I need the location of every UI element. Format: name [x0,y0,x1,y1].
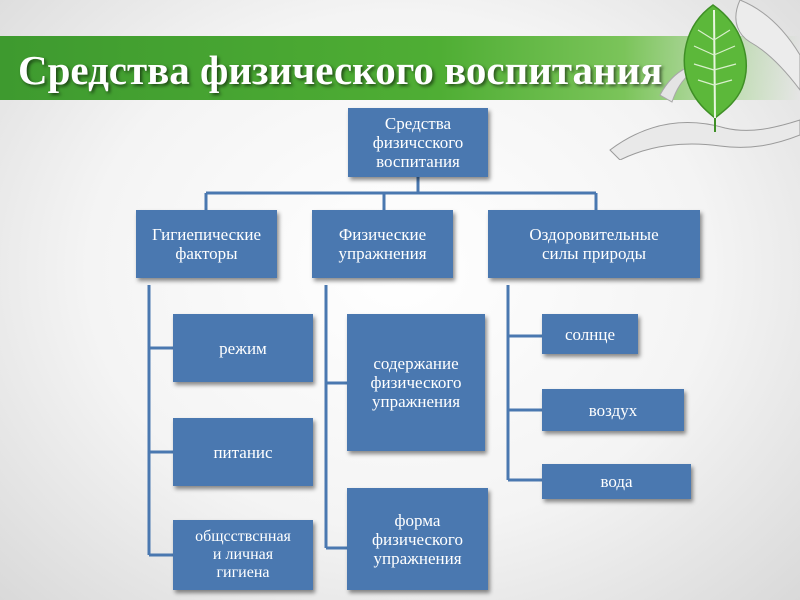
hygiene-item-label: режим [219,338,267,358]
slide-title: Средства физического воспитания [18,47,663,93]
exercise-item-label: форма физического упражнения [372,510,463,568]
leaf-icon [683,4,747,132]
category-hygiene-label: Гигиепические факторы [151,225,262,263]
root-label: Средства физичсского воспитания [372,114,464,171]
exercise-item-label: содержание физического упражнения [370,354,462,411]
nature-item-sun: солнце [542,314,638,354]
category-exercise-label: Физические упражнения [338,225,427,263]
hygiene-item-regime: режим [173,314,313,382]
nature-item-air: воздух [542,389,684,431]
exercise-item-content: содержание физического упражнения [347,314,485,451]
hands-icon [609,0,800,160]
category-nature-box: Оздоровительные силы природы [488,210,700,278]
root-box: Средства физичсского воспитания [348,108,488,177]
nature-item-label: вода [600,472,633,491]
hygiene-item-label: общсствснная и личная гигиена [195,528,291,581]
exercise-item-form: форма физического упражнения [347,488,488,590]
hygiene-item-nutrition: питанис [173,418,313,486]
nature-item-label: воздух [588,400,638,420]
hygiene-item-personal-hygiene: общсствснная и личная гигиена [173,520,313,590]
category-exercise-box: Физические упражнения [312,210,453,278]
nature-item-water: вода [542,464,691,499]
category-nature-label: Оздоровительные силы природы [529,225,659,263]
hands-leaf-decoration [609,0,800,160]
category-hygiene-box: Гигиепические факторы [136,210,277,278]
nature-item-label: солнце [564,324,616,344]
hygiene-item-label: питанис [213,442,273,462]
